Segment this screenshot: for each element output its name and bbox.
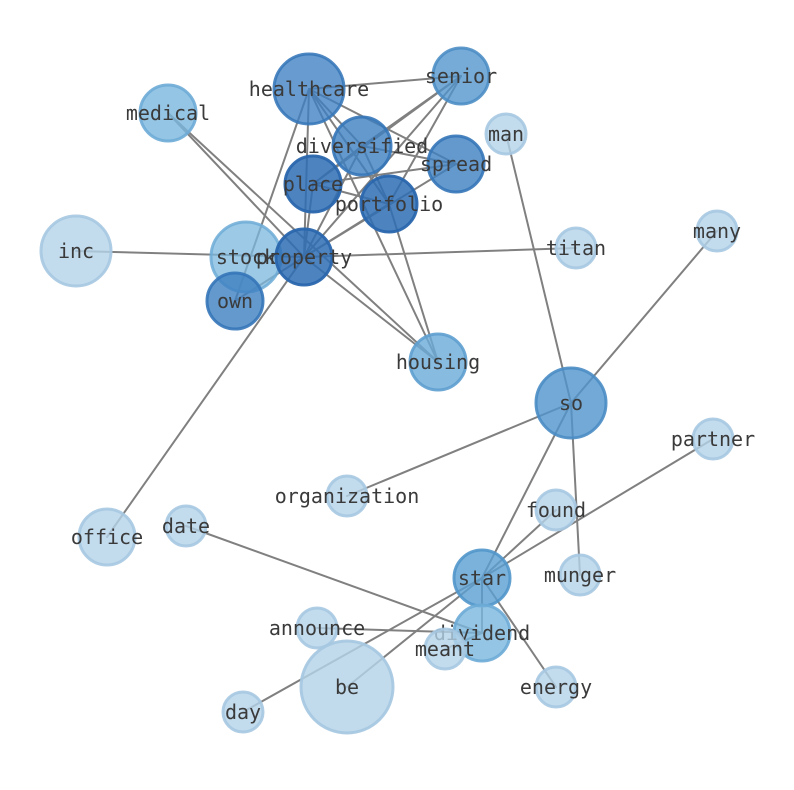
node-label-many: many xyxy=(693,219,741,243)
node-diversified: diversified xyxy=(296,115,428,177)
node-circle-senior xyxy=(431,46,491,106)
node-place: place xyxy=(283,154,343,214)
node-label-diversified: diversified xyxy=(296,134,428,158)
node-label-own: own xyxy=(217,289,253,313)
node-label-inc: inc xyxy=(58,239,94,263)
node-circle-medical xyxy=(138,83,198,143)
node-office: office xyxy=(71,507,143,567)
node-label-titan: titan xyxy=(546,236,606,260)
edge-so-organization xyxy=(346,402,572,497)
node-circle-many xyxy=(695,209,739,253)
node-label-senior: senior xyxy=(425,64,497,88)
node-so: so xyxy=(534,366,608,440)
node-label-so: so xyxy=(559,391,583,415)
node-spread: spread xyxy=(420,134,492,194)
node-circle-healthcare xyxy=(272,52,346,126)
node-label-medical: medical xyxy=(126,101,210,125)
edge-many-so xyxy=(570,230,718,404)
node-label-office: office xyxy=(71,525,143,549)
node-property: property xyxy=(256,227,352,287)
node-circle-titan xyxy=(554,226,598,270)
node-label-stock: stock xyxy=(216,245,276,269)
node-label-partner: partner xyxy=(671,427,755,451)
node-label-man: man xyxy=(488,122,524,146)
node-label-portfolio: portfolio xyxy=(335,192,443,216)
node-titan: titan xyxy=(546,226,606,270)
node-label-munger: munger xyxy=(544,563,616,587)
node-own: own xyxy=(205,271,265,331)
node-circle-property xyxy=(274,227,334,287)
node-circle-date xyxy=(164,504,208,548)
node-circle-housing xyxy=(408,332,468,392)
node-label-day: day xyxy=(225,700,261,724)
node-label-date: date xyxy=(162,514,210,538)
node-circle-diversified xyxy=(331,115,393,177)
node-circle-announce xyxy=(295,606,339,650)
node-circle-office xyxy=(77,507,137,567)
edge-property-titan xyxy=(303,247,577,258)
node-circle-be xyxy=(299,639,395,735)
node-label-announce: announce xyxy=(269,616,365,640)
node-label-spread: spread xyxy=(420,152,492,176)
node-label-housing: housing xyxy=(396,350,480,374)
node-circle-munger xyxy=(558,553,602,597)
node-medical: medical xyxy=(126,83,210,143)
node-circle-day xyxy=(221,690,265,734)
node-portfolio: portfolio xyxy=(335,174,443,234)
node-announce: announce xyxy=(269,606,365,650)
node-circle-energy xyxy=(534,665,578,709)
node-partner: partner xyxy=(671,417,755,461)
node-label-property: property xyxy=(256,245,352,269)
node-found: found xyxy=(526,488,586,532)
node-layer: healthcare senior medical man diversifiedspr… xyxy=(39,46,755,735)
node-label-be: be xyxy=(335,675,359,699)
edge-date-dividend xyxy=(185,525,483,634)
node-housing: housing xyxy=(396,332,480,392)
node-circle-own xyxy=(205,271,265,331)
node-energy: energy xyxy=(520,665,592,709)
node-circle-partner xyxy=(691,417,735,461)
node-circle-meant xyxy=(423,627,467,671)
node-many: many xyxy=(693,209,741,253)
node-meant: meant xyxy=(415,627,475,671)
node-label-star: star xyxy=(458,566,506,590)
node-label-meant: meant xyxy=(415,637,475,661)
node-circle-spread xyxy=(426,134,486,194)
node-circle-place xyxy=(283,154,343,214)
node-label-place: place xyxy=(283,172,343,196)
node-circle-man xyxy=(484,112,528,156)
node-day: day xyxy=(221,690,265,734)
node-senior: senior xyxy=(425,46,497,106)
node-date: date xyxy=(162,504,210,548)
edge-property-office xyxy=(106,256,305,538)
node-man: man xyxy=(484,112,528,156)
node-healthcare: healthcare xyxy=(249,52,369,126)
node-star: star xyxy=(452,548,512,608)
node-circle-found xyxy=(534,488,578,532)
edge-medical-property xyxy=(167,112,305,258)
node-circle-so xyxy=(534,366,608,440)
node-organization: organization xyxy=(275,474,420,518)
edge-partner-star xyxy=(481,438,714,579)
node-munger: munger xyxy=(544,553,616,597)
node-label-found: found xyxy=(526,498,586,522)
node-circle-inc xyxy=(39,214,113,288)
node-label-energy: energy xyxy=(520,675,592,699)
node-label-healthcare: healthcare xyxy=(249,77,369,101)
node-circle-organization xyxy=(325,474,369,518)
node-be: be xyxy=(299,639,395,735)
node-label-organization: organization xyxy=(275,484,420,508)
node-circle-portfolio xyxy=(359,174,419,234)
node-inc: inc xyxy=(39,214,113,288)
edge-man-so xyxy=(505,133,572,404)
